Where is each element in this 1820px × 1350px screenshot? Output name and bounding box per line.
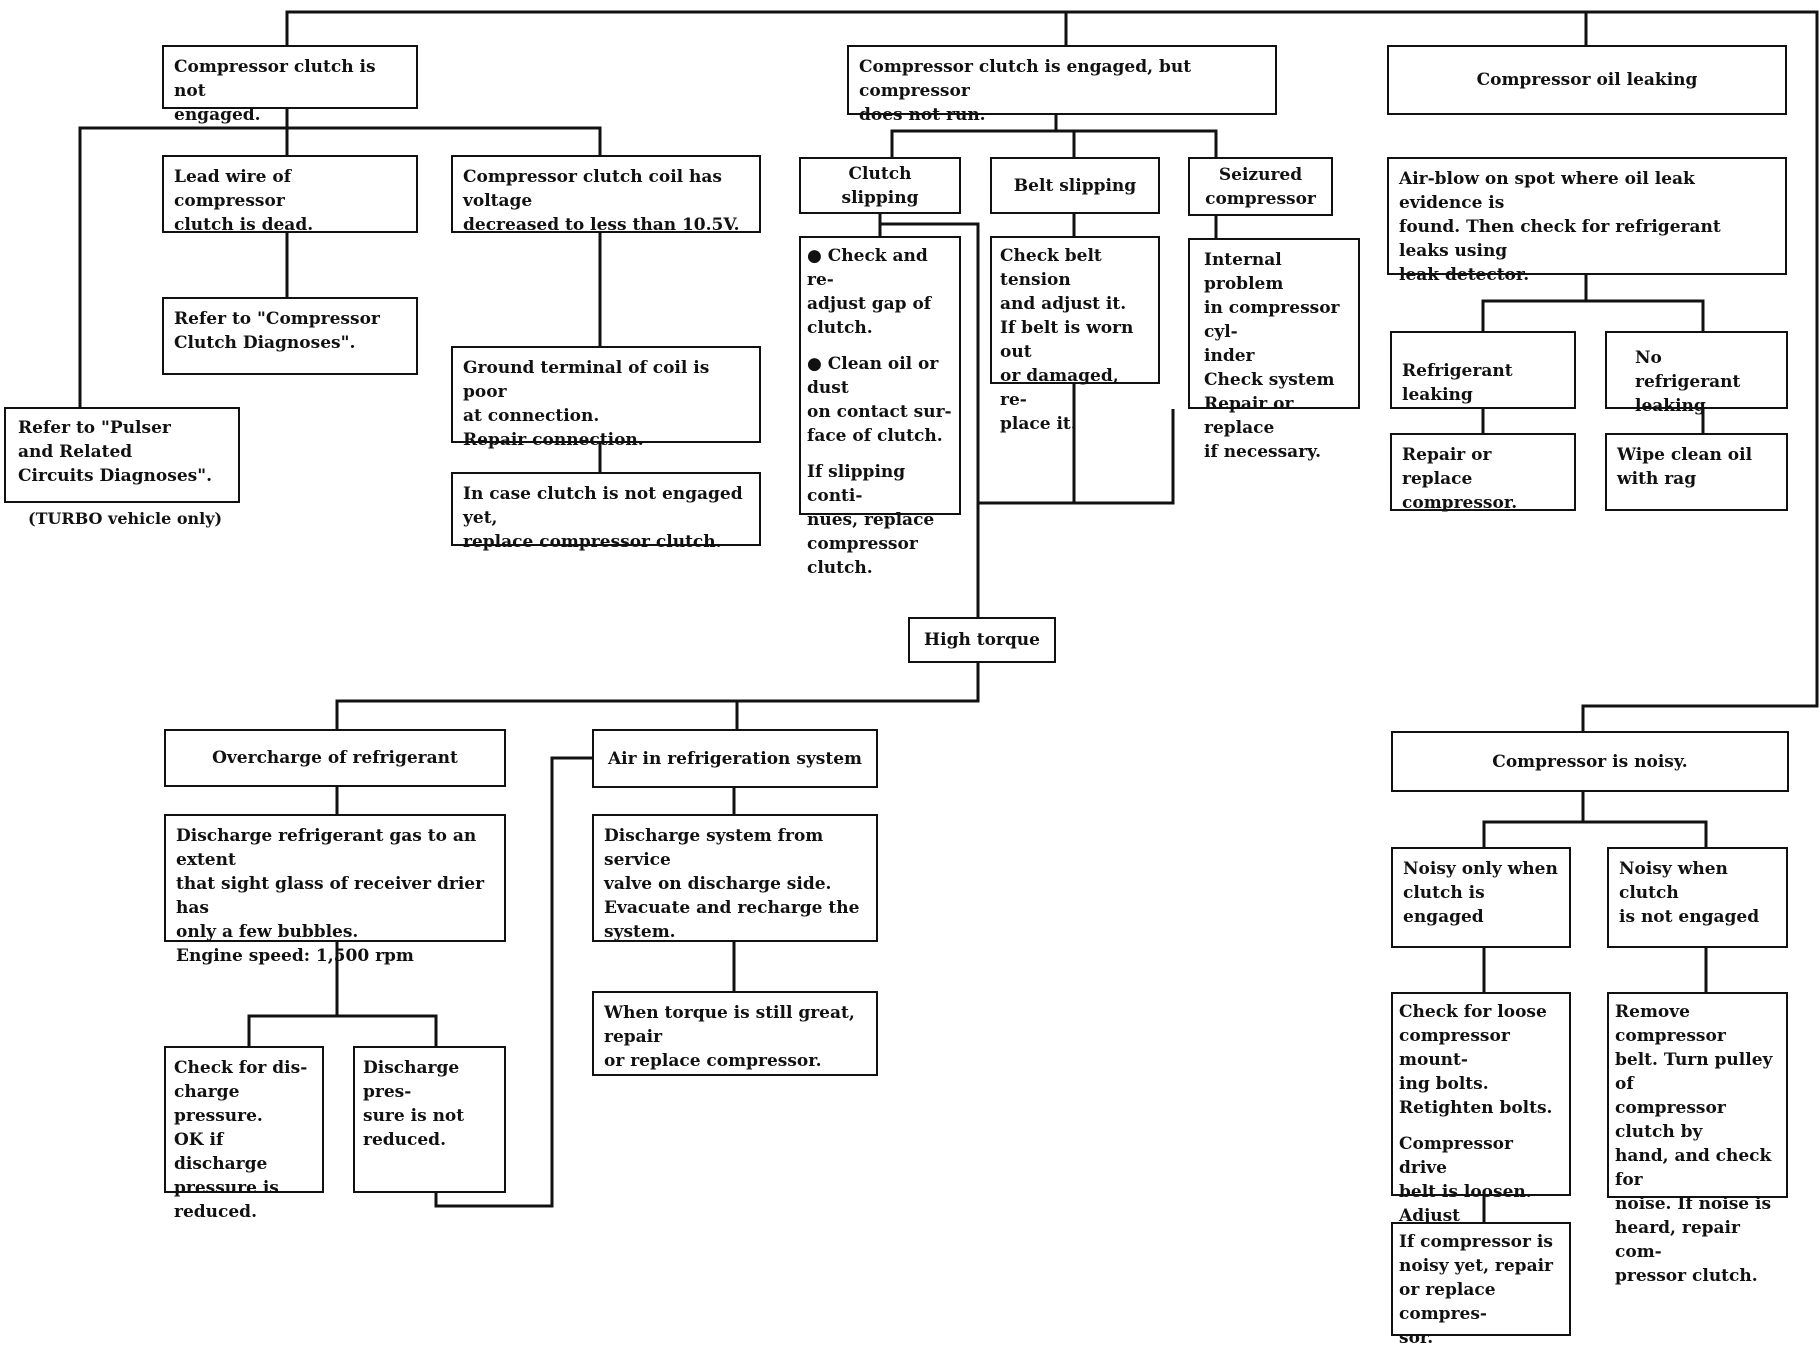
noisy-yet-text: If compressor is noisy yet, repair or re… xyxy=(1399,1232,1553,1348)
seizured-compressor-text: Seizured compressor xyxy=(1205,164,1316,209)
refer-clutch-diagnoses-text: Refer to "Compressor Clutch Diagnoses". xyxy=(174,309,380,353)
seizured-compressor-box: Seizured compressor xyxy=(1188,157,1333,216)
wipe-oil-box: Wipe clean oil with rag xyxy=(1605,433,1788,511)
noisy-not-engaged-text: Noisy when clutch is not engaged xyxy=(1619,859,1760,927)
air-blow-box: Air-blow on spot where oil leak evidence… xyxy=(1387,157,1787,285)
check-discharge-pressure-text: Check for dis- charge pressure. OK if di… xyxy=(174,1058,308,1222)
engaged-not-running-text: Compressor clutch is engaged, but compre… xyxy=(859,57,1192,125)
repair-replace-compressor-text: Repair or replace compressor. xyxy=(1402,445,1518,513)
pressure-not-reduced-box: Discharge pres- sure is not reduced. xyxy=(353,1046,506,1193)
oil-leaking-box: Compressor oil leaking xyxy=(1387,45,1787,115)
check-mounting-bolts-text: Check for loose compressor mount- ing bo… xyxy=(1399,1002,1553,1118)
belt-slipping-text: Belt slipping xyxy=(1013,175,1137,196)
noisy-when-engaged-text: Noisy only when clutch is engaged xyxy=(1403,859,1558,927)
coil-voltage-low-text: Compressor clutch coil has voltage decre… xyxy=(463,167,740,235)
replace-clutch-box: In case clutch is not engaged yet, repla… xyxy=(451,472,761,552)
internal-problem-text: Internal problem in compressor cyl- inde… xyxy=(1204,250,1340,462)
remove-belt-text: Remove compressor belt. Turn pulley of c… xyxy=(1615,1002,1773,1286)
belt-tension-box: Check belt tension and adjust it. If bel… xyxy=(990,236,1160,434)
clutch-not-engaged-text: Compressor clutch is not engaged. xyxy=(174,57,376,125)
high-torque-text: High torque xyxy=(924,630,1040,650)
discharge-gas-box: Discharge refrigerant gas to an extent t… xyxy=(164,814,506,966)
compressor-noisy-text: Compressor is noisy. xyxy=(1492,751,1688,772)
belt-tension-text: Check belt tension and adjust it. If bel… xyxy=(1000,246,1134,434)
engaged-not-running-box: Compressor clutch is engaged, but compre… xyxy=(847,45,1277,125)
air-in-system-text: Air in refrigeration system xyxy=(607,748,863,769)
torque-still-great-text: When torque is still great, repair or re… xyxy=(604,1003,855,1071)
refrigerant-leaking-box: Refrigerant leaking xyxy=(1390,331,1576,409)
ground-terminal-text: Ground terminal of coil is poor at conne… xyxy=(463,358,710,450)
pressure-not-reduced-text: Discharge pres- sure is not reduced. xyxy=(363,1058,465,1150)
discharge-system-box: Discharge system from service valve on d… xyxy=(592,814,878,942)
air-in-system-box: Air in refrigeration system xyxy=(592,729,878,788)
check-mounting-bolts-box: Check for loose compressor mount- ing bo… xyxy=(1391,992,1571,1250)
turbo-only-note: (TURBO vehicle only) xyxy=(28,509,223,528)
overcharge-box: Overcharge of refrigerant xyxy=(164,729,506,787)
noisy-yet-box: If compressor is noisy yet, repair or re… xyxy=(1391,1222,1571,1348)
replace-if-slipping-text: If slipping conti- nues, replace compres… xyxy=(807,462,935,578)
noisy-not-engaged-box: Noisy when clutch is not engaged xyxy=(1607,847,1788,948)
wipe-oil-text: Wipe clean oil with rag xyxy=(1617,445,1753,489)
refer-pulser-text: Refer to "Pulser and Related Circuits Di… xyxy=(18,418,212,486)
oil-leaking-text: Compressor oil leaking xyxy=(1476,70,1698,90)
noisy-when-engaged-box: Noisy only when clutch is engaged xyxy=(1391,847,1571,948)
compressor-noisy-box: Compressor is noisy. xyxy=(1391,731,1789,792)
refer-pulser-box: Refer to "Pulser and Related Circuits Di… xyxy=(4,407,240,503)
no-refrigerant-leaking-box: No refrigerant leaking xyxy=(1605,331,1788,416)
refrigerant-leaking-text: Refrigerant leaking xyxy=(1402,361,1513,405)
clutch-not-engaged-box: Compressor clutch is not engaged. xyxy=(162,45,418,125)
clutch-slipping-text: Clutch slipping xyxy=(841,163,919,208)
lead-wire-dead-text: Lead wire of compressor clutch is dead. xyxy=(174,167,314,235)
discharge-gas-text: Discharge refrigerant gas to an extent t… xyxy=(176,826,485,966)
discharge-system-text: Discharge system from service valve on d… xyxy=(604,826,860,942)
replace-clutch-text: In case clutch is not engaged yet, repla… xyxy=(463,484,743,552)
high-torque-box: High torque xyxy=(908,617,1056,663)
air-blow-text: Air-blow on spot where oil leak evidence… xyxy=(1399,169,1721,285)
overcharge-text: Overcharge of refrigerant xyxy=(212,748,458,768)
belt-slipping-box: Belt slipping xyxy=(990,157,1160,214)
clutch-slipping-box: Clutch slipping xyxy=(799,157,961,214)
coil-voltage-low-box: Compressor clutch coil has voltage decre… xyxy=(451,155,761,235)
no-refrigerant-leaking-text: No refrigerant leaking xyxy=(1635,348,1741,416)
repair-replace-compressor-box: Repair or replace compressor. xyxy=(1390,433,1576,513)
torque-still-great-box: When torque is still great, repair or re… xyxy=(592,991,878,1076)
clutch-slipping-actions-box: ● Check and re- adjust gap of clutch. ● … xyxy=(799,236,961,578)
refer-clutch-diagnoses-box: Refer to "Compressor Clutch Diagnoses". xyxy=(162,297,418,375)
adjust-gap-text: ● Check and re- adjust gap of clutch. xyxy=(807,246,932,338)
lead-wire-dead-box: Lead wire of compressor clutch is dead. xyxy=(162,155,418,235)
check-discharge-pressure-box: Check for dis- charge pressure. OK if di… xyxy=(164,1046,324,1222)
remove-belt-box: Remove compressor belt. Turn pulley of c… xyxy=(1607,992,1788,1286)
clean-contact-text: ● Clean oil or dust on contact sur- face… xyxy=(807,354,952,446)
ground-terminal-box: Ground terminal of coil is poor at conne… xyxy=(451,346,761,450)
internal-problem-box: Internal problem in compressor cyl- inde… xyxy=(1188,238,1360,462)
